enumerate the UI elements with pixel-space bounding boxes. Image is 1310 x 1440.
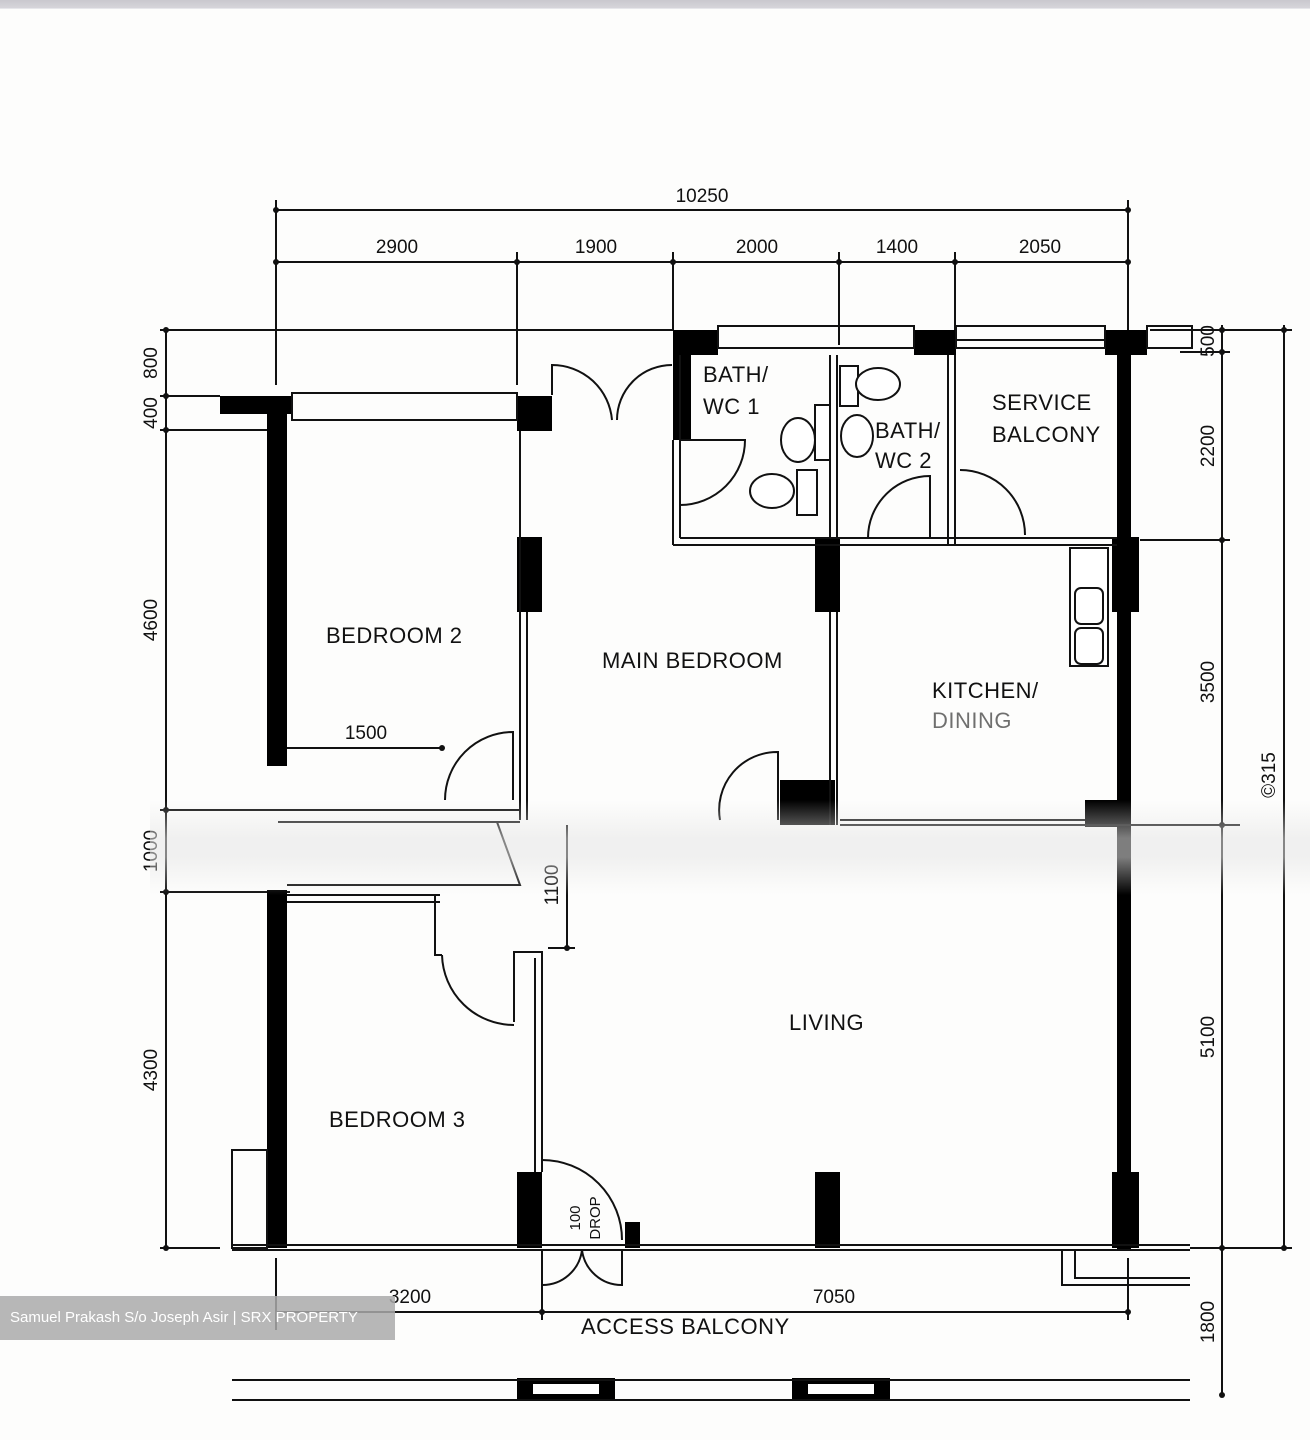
dim-right-4: 5100	[1198, 1016, 1219, 1058]
dim-bottom-1: 3200	[389, 1287, 431, 1308]
room-service-balcony-line1: SERVICE	[992, 390, 1092, 415]
room-living: LIVING	[789, 1010, 864, 1035]
dim-right-2: 2200	[1198, 425, 1219, 467]
room-labels: BATH/ WC 1 BATH/ WC 2 SERVICE BALCONY BE…	[326, 362, 1101, 1339]
room-kitchen-line1: KITCHEN/	[932, 678, 1039, 703]
room-service-balcony-line2: BALCONY	[992, 422, 1101, 447]
watermark: Samuel Prakash S/o Joseph Asir | SRX PRO…	[0, 1296, 395, 1340]
dimension-labels: 10250 2900 1900 2000 1400 2050 800 400 4…	[141, 186, 1280, 1343]
dim-bottom-2: 7050	[813, 1287, 855, 1308]
room-bedroom-3: BEDROOM 3	[329, 1107, 466, 1132]
drop-value: 100	[567, 1205, 584, 1230]
room-bath-wc-1-line2: WC 1	[703, 394, 760, 419]
room-access-balcony: ACCESS BALCONY	[581, 1314, 790, 1339]
dim-top-1: 2900	[376, 237, 418, 258]
dim-top-2: 1900	[575, 237, 617, 258]
room-bath-wc-1-line1: BATH/	[703, 362, 769, 387]
dim-right-1: 500	[1198, 325, 1219, 357]
dim-left-3: 4600	[141, 599, 162, 641]
dim-right-5: 1800	[1198, 1301, 1219, 1343]
walls	[220, 330, 1147, 1400]
dim-top-3: 2000	[736, 237, 778, 258]
dim-left-4: 1000	[141, 830, 162, 872]
room-main-bedroom: MAIN BEDROOM	[602, 648, 783, 673]
sanitary-fixtures	[749, 365, 1109, 667]
window-top-bar	[0, 0, 1310, 9]
dim-bedroom2-width: 1500	[345, 723, 387, 744]
room-bath-wc-2-line1: BATH/	[875, 418, 941, 443]
dim-right-3: 3500	[1198, 661, 1219, 703]
dim-left-1: 800	[141, 347, 162, 379]
room-kitchen-line2: DINING	[932, 708, 1012, 733]
partitions	[231, 325, 1240, 1401]
dim-top-5: 2050	[1019, 237, 1061, 258]
dim-left-5: 4300	[141, 1049, 162, 1091]
dim-top-4: 1400	[876, 237, 918, 258]
drop-label: DROP	[587, 1196, 604, 1239]
room-bath-wc-2-line2: WC 2	[875, 448, 932, 473]
dim-corridor-height: 1100	[542, 865, 563, 906]
overall-width-label: 10250	[676, 186, 729, 207]
dim-left-2: 400	[141, 397, 162, 429]
room-bedroom-2: BEDROOM 2	[326, 623, 463, 648]
dim-right-overall: ©315	[1259, 752, 1280, 798]
